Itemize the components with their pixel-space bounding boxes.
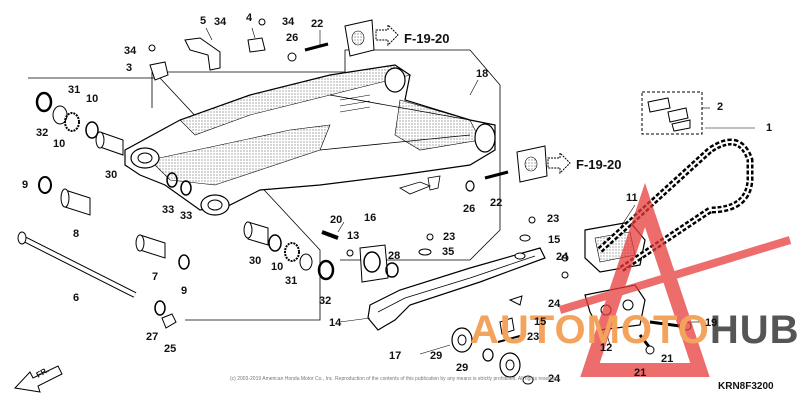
- callout-35: 35: [442, 246, 455, 258]
- callout-33a: 33: [162, 204, 175, 216]
- callout-19: 19: [705, 317, 718, 329]
- callout-12: 12: [600, 342, 613, 354]
- callout-10c: 10: [271, 261, 284, 273]
- callout-17: 17: [389, 350, 402, 362]
- callout-30a: 30: [105, 169, 118, 181]
- callout-14: 14: [329, 317, 342, 329]
- callout-27: 27: [146, 331, 159, 343]
- callout-15a: 15: [548, 234, 561, 246]
- leader-lines: [205, 27, 755, 355]
- group-outline-swingarm: [151, 49, 501, 261]
- callout-29a: 29: [430, 350, 443, 362]
- callout-15b: 15: [534, 316, 547, 328]
- callout-21b: 21: [634, 367, 647, 379]
- callout-23b: 23: [443, 231, 456, 243]
- callout-26b: 26: [463, 203, 476, 215]
- callout-10a: 10: [86, 93, 99, 105]
- callout-31a: 31: [68, 84, 81, 96]
- callout-24a: 24: [556, 251, 569, 263]
- diagram-code: KRN8F3200: [718, 381, 774, 392]
- fr-arrow: [13, 365, 63, 393]
- callout-13: 13: [347, 230, 360, 242]
- callout-23a: 23: [547, 213, 560, 225]
- callout-28: 28: [388, 250, 401, 262]
- collars: [60, 131, 269, 259]
- callout-34c: 34: [282, 16, 295, 28]
- callout-29b: 29: [456, 362, 469, 374]
- callout-26a: 26: [286, 32, 299, 44]
- callout-22b: 22: [490, 197, 503, 209]
- group-outline-left: [28, 77, 321, 321]
- callout-11: 11: [626, 192, 638, 204]
- callout-33b: 33: [180, 210, 193, 222]
- watermark-text: AUTOMOTOHUB: [470, 308, 800, 353]
- callout-9a: 9: [22, 179, 29, 191]
- callout-5: 5: [200, 15, 207, 27]
- callout-31b: 31: [285, 275, 298, 287]
- callout-20: 20: [330, 214, 343, 226]
- callout-24c: 24: [548, 373, 561, 385]
- callout-32a: 32: [36, 127, 49, 139]
- master-link-box: [641, 91, 703, 135]
- callout-10b: 10: [53, 138, 66, 150]
- callout-34b: 34: [214, 16, 227, 28]
- callout-6: 6: [73, 292, 80, 304]
- callout-9b: 9: [181, 285, 188, 297]
- watermark-logo: [558, 182, 792, 377]
- callout-30b: 30: [249, 255, 262, 267]
- callout-22a: 22: [311, 18, 324, 30]
- callout-34a: 34: [124, 45, 137, 57]
- mid-hardware: [321, 230, 434, 283]
- callout-18: 18: [476, 68, 489, 80]
- callout-32b: 32: [319, 295, 332, 307]
- callout-1: 1: [766, 122, 773, 134]
- callout-24b: 24: [548, 298, 561, 310]
- chain-slider: [367, 216, 546, 331]
- watermark-prefix: AUTOMOTO: [470, 308, 710, 352]
- callout-2: 2: [717, 101, 724, 113]
- ref-label-top: F-19-20: [404, 31, 450, 46]
- ref-arrows: [375, 23, 571, 175]
- callout-21a: 21: [661, 353, 674, 365]
- copyright-text: (c) 2003-2019 American Honda Motor Co., …: [230, 376, 560, 382]
- drive-chain: [597, 138, 754, 273]
- rollers: [451, 317, 534, 385]
- callout-23c: 23: [527, 331, 540, 343]
- top-hardware: [148, 18, 548, 192]
- watermark-suffix: HUB: [709, 308, 800, 352]
- callout-8: 8: [73, 228, 80, 240]
- callout-25: 25: [164, 343, 177, 355]
- callout-16: 16: [364, 212, 377, 224]
- callout-7: 7: [152, 271, 159, 283]
- rings-bearings: [35, 91, 335, 329]
- callout-4: 4: [246, 12, 253, 24]
- ref-label-mid: F-19-20: [576, 157, 622, 172]
- swingarm: [124, 64, 496, 216]
- callout-3: 3: [126, 62, 133, 74]
- pivot-bolt: [17, 231, 137, 298]
